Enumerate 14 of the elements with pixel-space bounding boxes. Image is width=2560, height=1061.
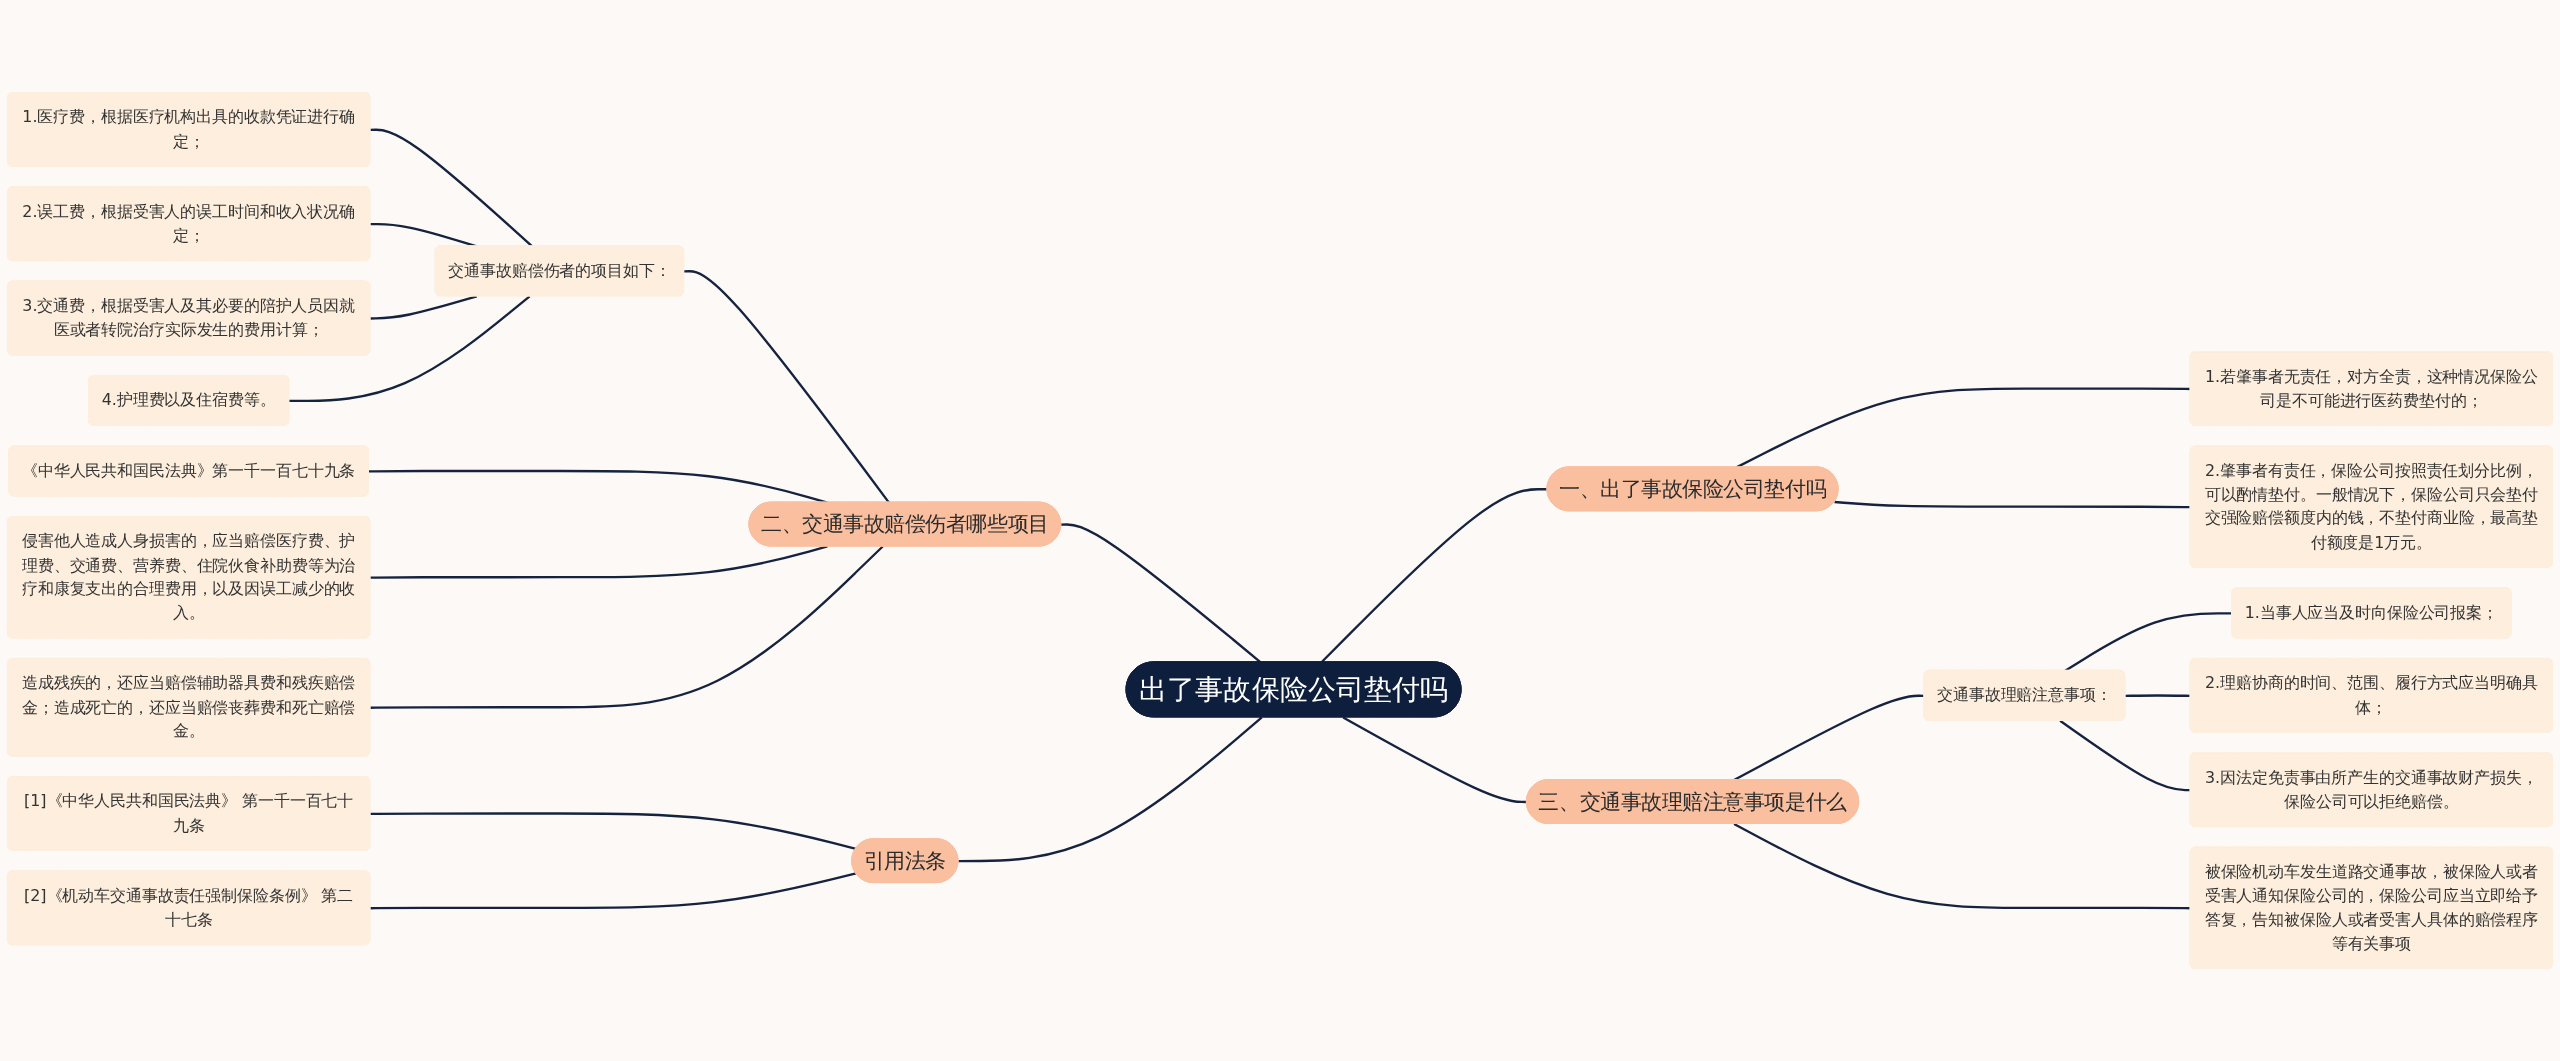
connector <box>370 872 857 910</box>
connector <box>289 295 531 403</box>
connector <box>958 716 1263 863</box>
connector <box>2064 612 2233 672</box>
connector <box>2125 694 2191 697</box>
connector <box>1342 716 1527 804</box>
connector <box>2059 719 2191 792</box>
connector <box>1834 500 2191 509</box>
connector <box>1733 822 2191 910</box>
connector <box>684 270 890 504</box>
connector <box>370 295 478 320</box>
connector <box>370 545 828 579</box>
connector <box>370 812 857 850</box>
connector <box>370 545 884 709</box>
